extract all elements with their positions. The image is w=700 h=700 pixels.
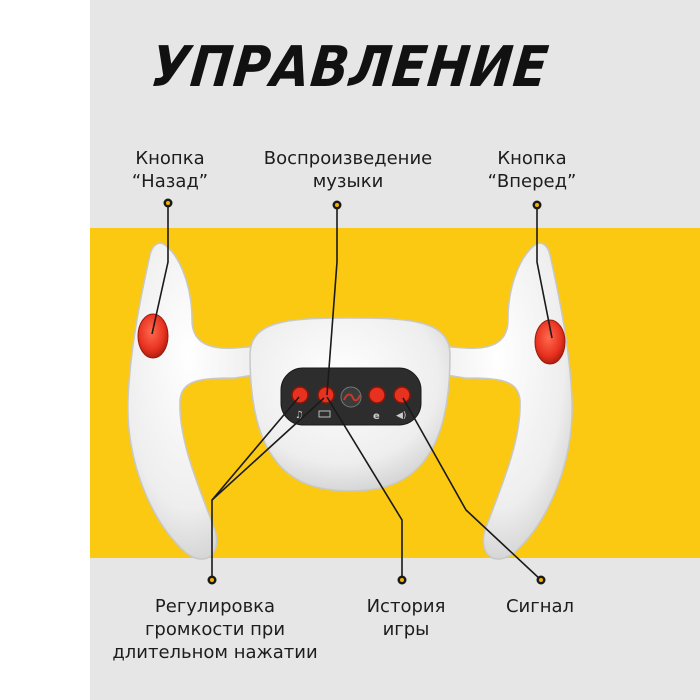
right-grip bbox=[437, 242, 573, 560]
speaker-icon: ◀) bbox=[396, 411, 406, 421]
e-button[interactable] bbox=[368, 386, 386, 404]
logo-wave-icon bbox=[343, 393, 361, 402]
center-logo-button[interactable] bbox=[340, 386, 362, 408]
label-back-button: Кнопка “Назад” bbox=[131, 148, 209, 192]
pointer-lines bbox=[151, 203, 553, 581]
label-game-story: История игры bbox=[366, 596, 446, 640]
left-grip bbox=[127, 242, 263, 560]
pointer-dots bbox=[163, 198, 546, 585]
music-button[interactable] bbox=[291, 386, 309, 404]
back-button[interactable] bbox=[137, 313, 169, 359]
label-signal: Сигнал bbox=[505, 596, 575, 617]
label-forward-button: Кнопка “Вперед” bbox=[487, 148, 577, 192]
label-volume-control: Регулировка громкости при длительном наж… bbox=[112, 596, 318, 663]
label-music-playback: Воспроизведение музыки bbox=[263, 148, 433, 192]
music-note-icon: ♫ bbox=[295, 410, 304, 421]
story-icon bbox=[318, 410, 331, 418]
e-icon: e bbox=[373, 411, 380, 422]
forward-button[interactable] bbox=[534, 319, 566, 365]
signal-button[interactable] bbox=[393, 386, 411, 404]
